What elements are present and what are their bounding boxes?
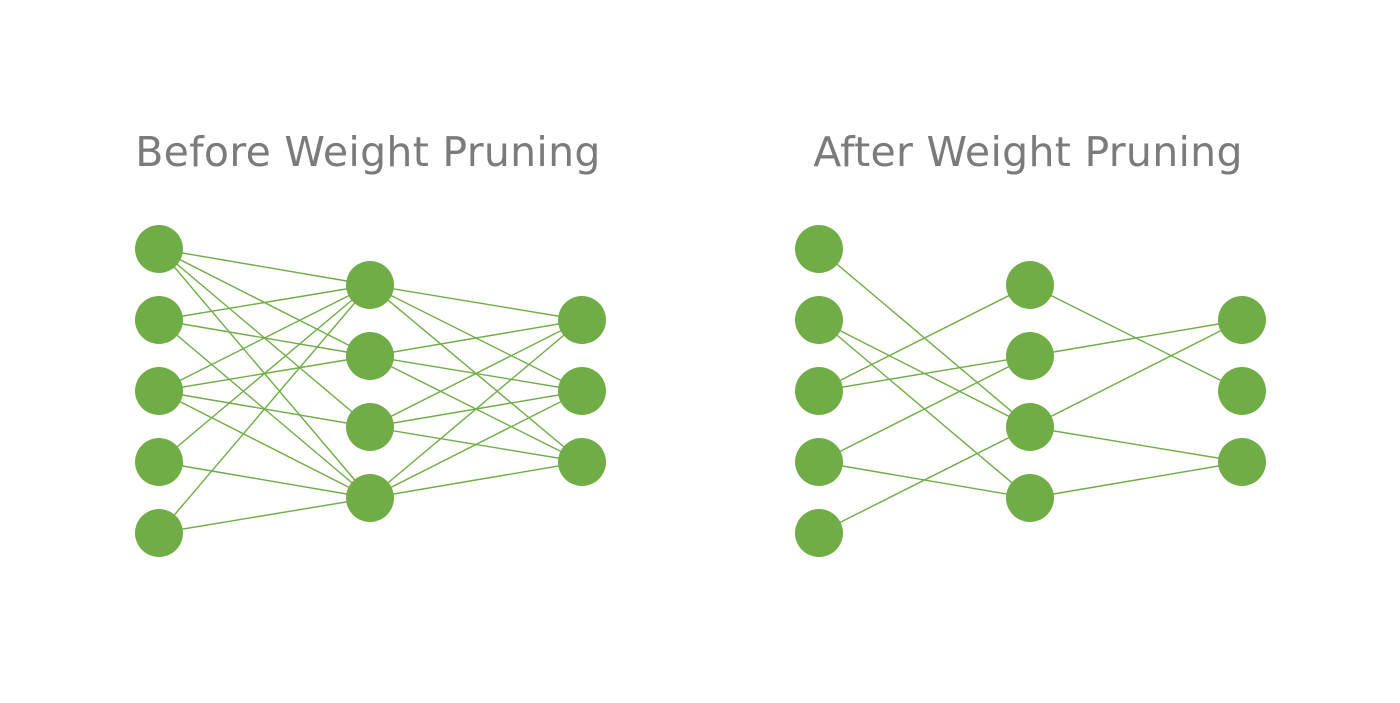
- after-weight-connection: [818, 284, 1031, 392]
- after-weight-connection: [1029, 461, 1243, 499]
- before-weight-connection: [369, 319, 583, 357]
- before-weight-connection: [369, 284, 583, 321]
- after-output-neuron: [1218, 296, 1266, 344]
- before-weight-connection: [369, 390, 583, 499]
- before-hidden-neuron: [346, 261, 394, 309]
- before-weight-connection: [158, 284, 371, 392]
- after-weight-connection: [818, 355, 1031, 392]
- before-hidden-neuron: [346, 474, 394, 522]
- before-input-neuron: [135, 296, 183, 344]
- after-output-neuron: [1218, 367, 1266, 415]
- before-weight-connection: [158, 284, 371, 463]
- after-hidden-neuron: [1006, 403, 1054, 451]
- before-weight-connection: [369, 319, 583, 499]
- before-weight-connection: [369, 319, 583, 428]
- after-hidden-neuron: [1006, 332, 1054, 380]
- before-output-neuron: [558, 367, 606, 415]
- after-input-neuron: [795, 296, 843, 344]
- before-weight-connection: [369, 461, 583, 499]
- before-weight-connection: [158, 497, 371, 534]
- before-pruning-title: Before Weight Pruning: [135, 128, 601, 176]
- before-weight-connection: [158, 284, 371, 321]
- after-weight-connection: [1029, 319, 1243, 357]
- before-weight-connection: [158, 248, 371, 286]
- before-input-neuron: [135, 509, 183, 557]
- after-input-neuron: [795, 225, 843, 273]
- before-input-neuron: [135, 438, 183, 486]
- after-output-neuron: [1218, 438, 1266, 486]
- after-hidden-neuron: [1006, 474, 1054, 522]
- before-input-neuron: [135, 225, 183, 273]
- after-input-neuron: [795, 367, 843, 415]
- before-weight-connection: [158, 461, 371, 499]
- before-output-neuron: [558, 296, 606, 344]
- after-weight-connection: [818, 426, 1031, 534]
- after-weight-connection: [818, 355, 1031, 463]
- after-weight-connection: [1029, 319, 1243, 428]
- before-weight-connection: [158, 390, 371, 499]
- before-output-neuron: [558, 438, 606, 486]
- after-pruning-title: After Weight Pruning: [813, 128, 1243, 176]
- after-hidden-neuron: [1006, 261, 1054, 309]
- after-input-neuron: [795, 438, 843, 486]
- before-hidden-neuron: [346, 332, 394, 380]
- before-hidden-neuron: [346, 403, 394, 451]
- after-input-neuron: [795, 509, 843, 557]
- after-weight-connection: [1029, 426, 1243, 463]
- before-weight-connection: [158, 284, 371, 534]
- before-input-neuron: [135, 367, 183, 415]
